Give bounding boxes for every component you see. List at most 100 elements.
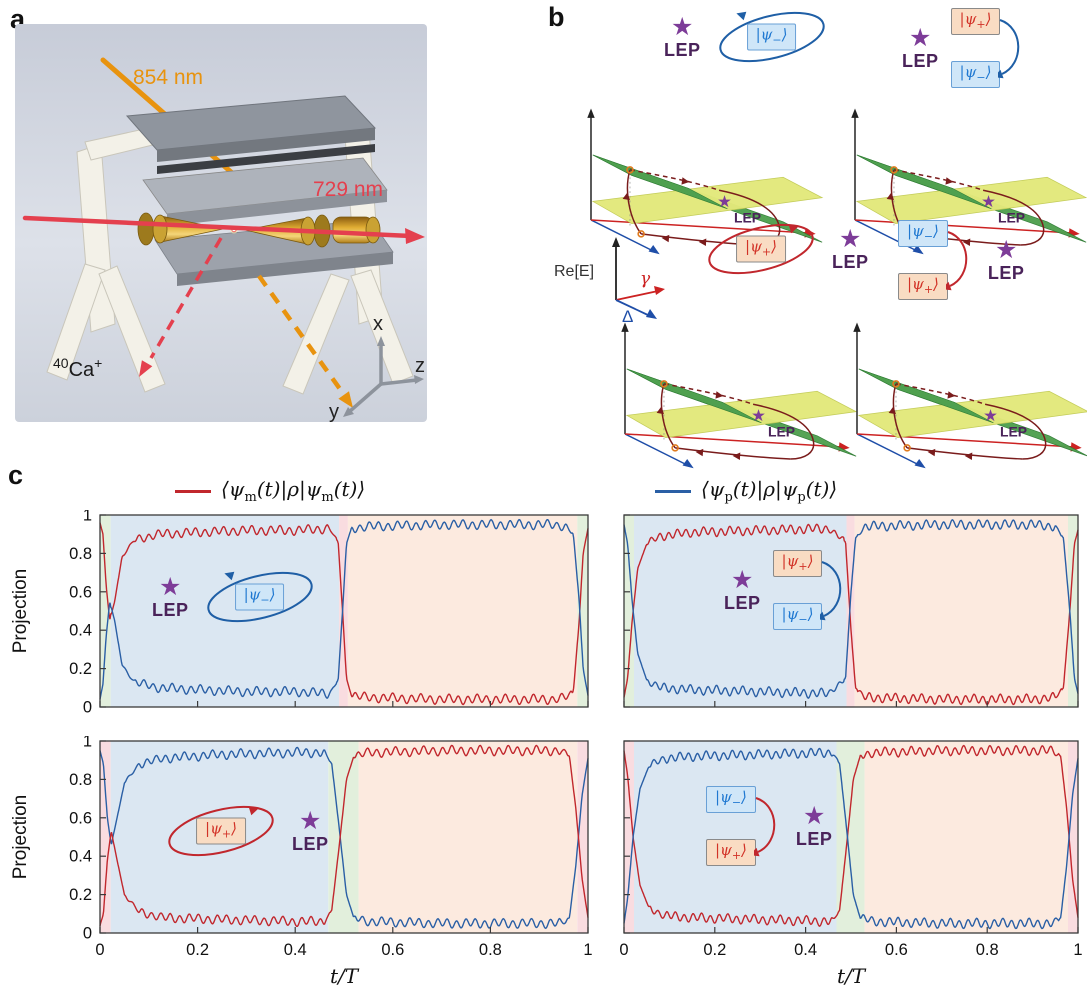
b-top-right-plot: ★ LEP: [842, 88, 1087, 265]
gamma-arrowhead: [654, 286, 665, 295]
surface-axis-legend: Re[E] γ Δ: [554, 237, 665, 326]
series-red-line: [99, 744, 589, 927]
svg-text:0.4: 0.4: [284, 941, 307, 959]
y-tick-labels: 00.20.40.60.81: [69, 507, 92, 717]
axis-ticks: [623, 740, 1079, 934]
svg-text:0.2: 0.2: [69, 660, 92, 678]
self-loop-graphic: |ψ−⟩: [713, 8, 831, 66]
phase-regions: [100, 515, 588, 707]
lep-star-icon: ★: [671, 13, 694, 41]
svg-text:0.4: 0.4: [794, 941, 817, 959]
phase-region-pink: [100, 741, 111, 933]
lep-state-inset: ★LEP |ψ−⟩: [664, 8, 831, 66]
series-blue-line: [623, 518, 1079, 699]
xyz-arrowheads: [343, 336, 424, 417]
lep-label: LEP: [768, 424, 795, 440]
beam-729-dashed-line: [149, 237, 223, 359]
svg-text:0.6: 0.6: [69, 583, 92, 601]
encircling-trajectory: [660, 383, 815, 460]
trajectory-arrowheads: [656, 391, 741, 460]
beam-729-arrowhead: [405, 228, 425, 244]
phase-region-green: [1068, 515, 1078, 707]
y-axis-label: Projection: [10, 795, 31, 880]
lep-label: LEP: [998, 210, 1025, 226]
beam-854-dashed-line: [257, 274, 347, 398]
series-blue-line: [99, 518, 589, 700]
svg-text:1: 1: [1073, 941, 1082, 959]
lep-marker: ★LEP: [902, 26, 939, 71]
axis-ticks: [623, 514, 1079, 708]
lep-star-icon: ★: [751, 406, 766, 425]
phase-region-orange: [358, 741, 578, 933]
phase-regions: [100, 741, 588, 933]
series-blue-line: [623, 747, 1079, 930]
lep-label: LEP: [664, 40, 701, 60]
lep-label: LEP: [987, 263, 1025, 283]
svg-text:0.4: 0.4: [69, 848, 92, 866]
phase-region-orange: [347, 515, 578, 707]
y-tick-labels: 00.20.40.60.81: [69, 733, 92, 943]
b-top-left-plot: ★ LEP: [578, 88, 824, 265]
phase-region-green: [577, 515, 588, 707]
lep-marker: ★LEP: [664, 13, 701, 60]
state-markers: [660, 380, 679, 452]
beam-854-dashed-arrowhead: [338, 391, 353, 408]
svg-text:0.8: 0.8: [69, 545, 92, 563]
ion-species-label: 40Ca+: [53, 355, 102, 381]
delta-axis-label: Δ: [622, 307, 633, 326]
axis-y-label: y: [329, 401, 339, 422]
lep-state-inset: ★LEP |ψ+⟩|ψ−⟩: [902, 8, 1028, 88]
svg-text:0: 0: [619, 941, 628, 959]
riemann-surface-plot: ★ LEP: [851, 108, 1087, 255]
trajectory-arrowheads: [622, 177, 707, 246]
phase-region-blue: [110, 515, 340, 707]
ion-trap-render: 854 nm 729 nm 40Ca+ x y z: [15, 24, 427, 422]
lep-label: LEP: [1000, 424, 1027, 440]
beam-854-label: 854 nm: [133, 66, 203, 89]
b-bottom-right-plot: ★ LEP: [844, 302, 1087, 479]
svg-text:0.6: 0.6: [381, 941, 404, 959]
svg-text:0.8: 0.8: [976, 941, 999, 959]
projection-chart: [623, 514, 1079, 708]
riemann-surface-plot: ★ LEP: [853, 322, 1087, 469]
state-markers: [892, 380, 911, 452]
svg-text:0.8: 0.8: [69, 771, 92, 789]
x-axis-label: t/T: [837, 964, 867, 988]
state-transfer-graphic: |ψ+⟩|ψ−⟩: [950, 8, 1029, 88]
xyz-axes: [347, 344, 418, 414]
svg-text:0.6: 0.6: [69, 809, 92, 827]
trajectory-arrowheads: [888, 391, 973, 460]
plot-frame: [99, 740, 589, 934]
gamma-axis-label: γ: [640, 269, 651, 289]
svg-text:0.8: 0.8: [479, 941, 502, 959]
surface-axes: [851, 108, 1080, 255]
state-box-psi-minus: |ψ−⟩: [746, 23, 797, 51]
series-red-line: [623, 523, 1079, 706]
chart-c-top-right: ★LEP|ψ+⟩|ψ−⟩: [616, 510, 1086, 716]
lep-star-icon: ★: [717, 192, 732, 211]
phase-region-pink: [339, 515, 348, 707]
y-axis-label: Projection: [10, 569, 31, 654]
phase-region-orange: [864, 741, 1068, 933]
plot-frame: [623, 514, 1079, 708]
lep-star-icon: ★: [983, 406, 998, 425]
phase-region-green: [100, 515, 111, 707]
panel-b-surfaces: Re[E] γ Δ: [552, 8, 1087, 478]
encircling-trajectory: [892, 383, 1047, 460]
axis-x-label: x: [373, 313, 383, 335]
svg-text:1: 1: [583, 941, 592, 959]
phase-region-blue: [634, 741, 837, 933]
svg-text:0.6: 0.6: [885, 941, 908, 959]
phase-region-orange: [854, 515, 1068, 707]
phase-region-pink: [846, 515, 855, 707]
svg-text:1: 1: [83, 736, 92, 751]
riemann-surface-plot: ★ LEP: [587, 108, 824, 255]
beam-729-label: 729 nm: [313, 178, 383, 201]
